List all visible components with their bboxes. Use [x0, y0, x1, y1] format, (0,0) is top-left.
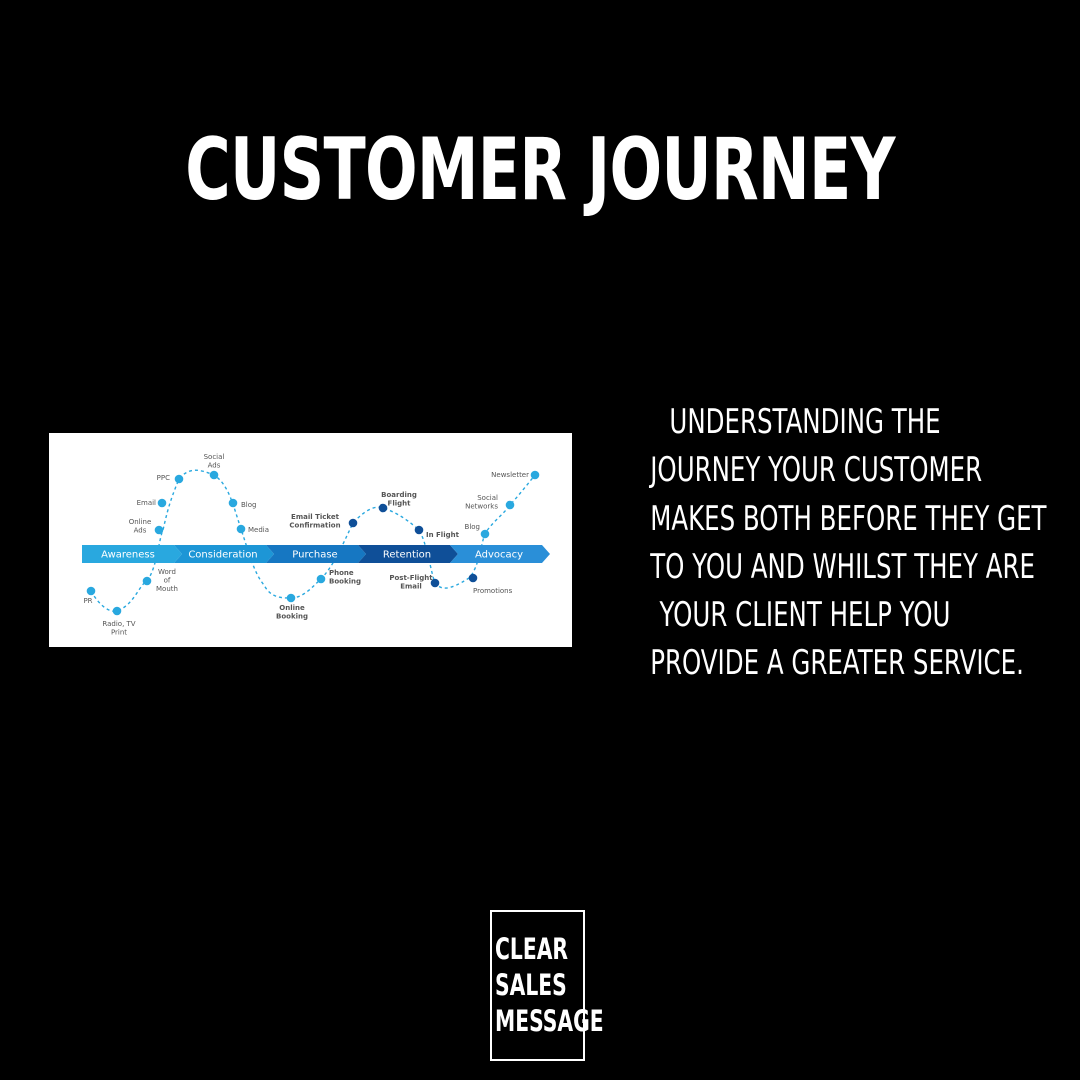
stage-consideration: [174, 545, 274, 563]
touchpoint-boarding-flight: [378, 503, 388, 513]
stage-label: Advocacy: [475, 550, 523, 561]
touchpoint-blog-2: [480, 529, 490, 539]
stage-bar: Awareness Consideration Purchase Retention A…: [82, 545, 550, 563]
touchpoint-label: Blog: [465, 523, 480, 531]
stage-label: Purchase: [292, 550, 337, 561]
touchpoint-ppc: [174, 474, 184, 484]
body-line: UNDERSTANDING THE: [669, 402, 941, 442]
stage-awareness: [82, 545, 182, 563]
touchpoint-email-ticket: [348, 518, 358, 528]
body-line: PROVIDE A GREATER SERVICE.: [650, 643, 1024, 684]
stage-label: Consideration: [188, 550, 257, 561]
touchpoint-label: PR: [83, 597, 92, 605]
touchpoint-media: [236, 524, 246, 534]
logo-line: CLEAR: [495, 932, 569, 966]
body-line: MAKES BOTH BEFORE THEY GET: [650, 498, 1047, 539]
touchpoint-phone-booking: [316, 574, 326, 584]
customer-journey-diagram: Awareness Consideration Purchase Retention A…: [49, 433, 572, 647]
touchpoint-label: In Flight: [426, 531, 460, 539]
touchpoint-online-ads: [154, 525, 164, 535]
stage-purchase: [266, 545, 366, 563]
body-line: YOUR CLIENT HELP YOU: [659, 595, 951, 636]
logo-line: SALES: [495, 968, 567, 1002]
touchpoint-promotions: [468, 573, 478, 583]
touchpoint-label: Newsletter: [491, 471, 529, 479]
body-line: JOURNEY YOUR CUSTOMER: [650, 450, 983, 491]
touchpoint-word-of-mouth: [142, 576, 152, 586]
touchpoint-label: Promotions: [473, 587, 513, 595]
touchpoint-email-1: [157, 498, 167, 508]
logo-line: MESSAGE: [495, 1004, 604, 1038]
touchpoint-blog-1: [228, 498, 238, 508]
touchpoint-post-flight-email: [430, 578, 440, 588]
touchpoint-radio-tv-print: [112, 606, 122, 616]
journey-svg: Awareness Consideration Purchase Retention A…: [82, 453, 550, 637]
stage-label: Awareness: [101, 550, 155, 561]
touchpoint-label: Email: [137, 499, 156, 507]
body-line: TO YOU AND WHILST THEY ARE: [650, 546, 1036, 587]
touchpoint-pr: [86, 586, 96, 596]
body-text: UNDERSTANDING THE JOURNEY YOUR CUSTOMER …: [590, 398, 1047, 688]
touchpoint-label: Media: [248, 526, 269, 534]
touchpoint-newsletter: [530, 470, 540, 480]
stage-label: Retention: [383, 550, 431, 561]
stage-retention: [358, 545, 458, 563]
touchpoint-online-booking: [286, 593, 296, 603]
touchpoint-social-networks: [505, 500, 515, 510]
touchpoints: [86, 470, 540, 616]
touchpoint-label: PPC: [157, 474, 170, 482]
page-title: CUSTOMER JOURNEY: [185, 120, 895, 220]
stage-advocacy: [450, 545, 550, 563]
touchpoint-label: Blog: [241, 501, 256, 509]
brand-logo: CLEAR SALES MESSAGE: [490, 910, 604, 1061]
touchpoint-in-flight: [414, 525, 424, 535]
touchpoint-social-ads: [209, 470, 219, 480]
